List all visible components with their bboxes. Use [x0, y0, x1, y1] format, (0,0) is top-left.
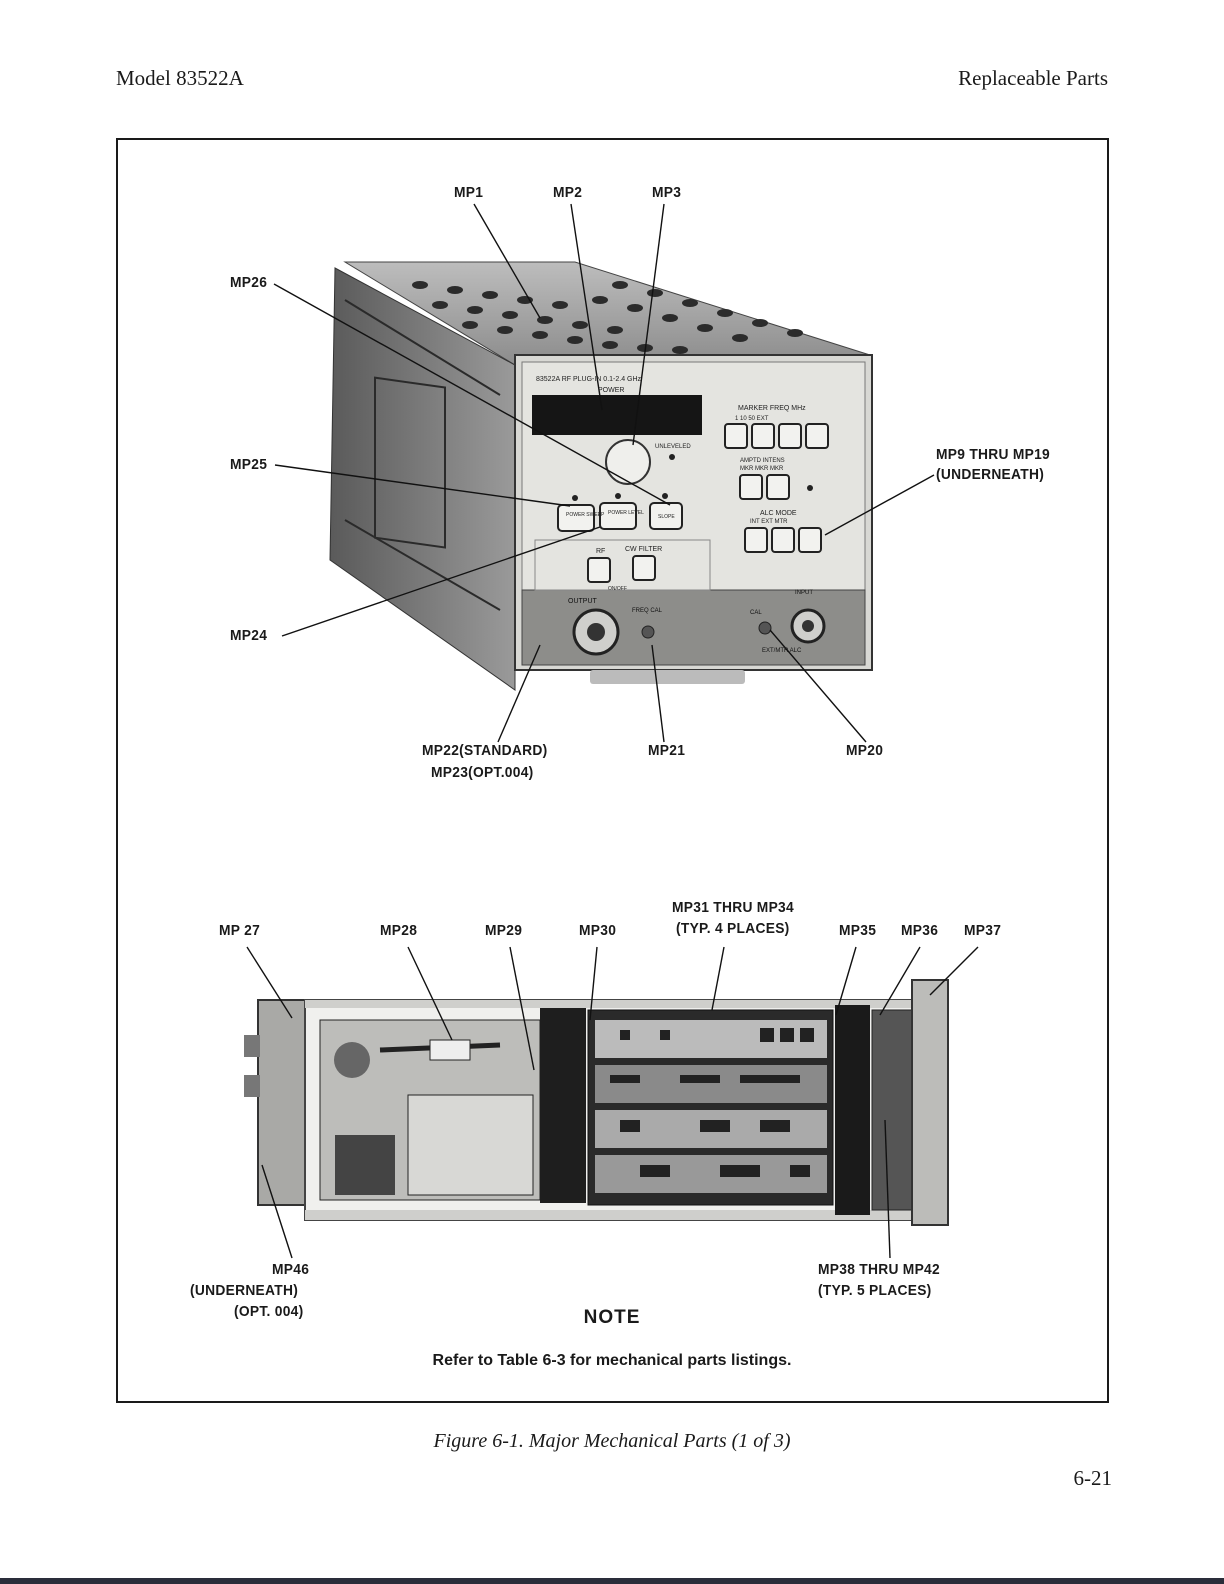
- label-mp21: MP21: [648, 742, 686, 759]
- svg-text:OUTPUT: OUTPUT: [568, 598, 598, 605]
- label-mp25: MP25: [230, 456, 268, 473]
- label-mp46-opt: (OPT. 004): [234, 1303, 304, 1320]
- header-section: Replaceable Parts: [958, 66, 1108, 90]
- label-mp27: MP 27: [219, 922, 261, 939]
- page-number: 6-21: [1073, 1466, 1113, 1490]
- board-frame: [540, 1008, 586, 1203]
- svg-text:INPUT: INPUT: [795, 590, 813, 596]
- figure-frame: [116, 138, 1109, 1403]
- label-mp31-thru-mp34: MP31 THRU MP34: [672, 899, 794, 916]
- label-mp9-thru-mp19: MP9 THRU MP19: [936, 446, 1051, 463]
- label-mp29: MP29: [485, 922, 523, 939]
- svg-text:INT EXT MTR: INT EXT MTR: [750, 519, 788, 525]
- top-leader-lines: [273, 203, 935, 743]
- side-view-photo: [244, 946, 979, 1259]
- scan-bottom-edge: [0, 1578, 1224, 1584]
- label-mp23: MP23(OPT.004): [431, 764, 534, 781]
- label-mp36: MP36: [901, 922, 939, 939]
- svg-text:MKR MKR MKR: MKR MKR MKR: [740, 466, 784, 472]
- front-view-photo: 83522A RF PLUG-IN 0.1-2.4 GHz POWER UNLE…: [273, 203, 935, 743]
- svg-text:CAL: CAL: [750, 610, 762, 616]
- alc-mode-buttons: [744, 527, 822, 553]
- circuit-boards: [587, 1009, 834, 1206]
- label-mp46-underneath: (UNDERNEATH): [190, 1282, 299, 1299]
- label-mp24: MP24: [230, 627, 268, 644]
- bottom-leader-lines: [246, 946, 979, 1259]
- svg-text:POWER LEVEL: POWER LEVEL: [608, 510, 644, 516]
- svg-text:83522A RF PLUG-IN 0.1-2.4 GHz: 83522A RF PLUG-IN 0.1-2.4 GHz: [536, 376, 642, 383]
- header-model: Model 83522A: [116, 66, 244, 90]
- label-mp20: MP20: [846, 742, 884, 759]
- label-mp38-thru-mp42: MP38 THRU MP42: [818, 1261, 940, 1278]
- power-knob: [605, 439, 651, 485]
- label-mp1: MP1: [454, 184, 484, 201]
- svg-text:ON/OFF: ON/OFF: [608, 586, 627, 592]
- power-display: [532, 395, 702, 435]
- svg-text:POWER SWEEP: POWER SWEEP: [566, 512, 605, 518]
- label-mp30: MP30: [579, 922, 617, 939]
- svg-text:MARKER FREQ MHz: MARKER FREQ MHz: [738, 405, 806, 412]
- note-title: NOTE: [583, 1307, 641, 1328]
- label-mp28: MP28: [380, 922, 418, 939]
- svg-text:SLOPE: SLOPE: [658, 514, 675, 520]
- svg-text:FREQ CAL: FREQ CAL: [632, 608, 663, 614]
- rf-cw-buttons: [587, 555, 656, 583]
- mkr-buttons: [739, 474, 790, 500]
- svg-text:EXT/MTR ALC: EXT/MTR ALC: [762, 648, 802, 654]
- label-mp22: MP22(STANDARD): [422, 742, 548, 759]
- svg-text:RF: RF: [596, 548, 605, 555]
- label-mp35: MP35: [839, 922, 877, 939]
- figure-caption: Figure 6-1. Major Mechanical Parts (1 of…: [433, 1430, 791, 1452]
- side-frame-detail: [344, 299, 501, 611]
- label-mp46: MP46: [272, 1261, 310, 1278]
- label-mp37: MP37: [964, 922, 1002, 939]
- svg-text:POWER: POWER: [598, 387, 624, 394]
- power-buttons: [557, 502, 683, 532]
- label-mp3: MP3: [652, 184, 682, 201]
- note-text: Refer to Table 6-3 for mechanical parts …: [432, 1352, 792, 1369]
- vent-holes: [412, 281, 803, 354]
- svg-text:ALC MODE: ALC MODE: [760, 510, 797, 517]
- svg-text:CW FILTER: CW FILTER: [625, 546, 662, 553]
- label-mp31-typ: (TYP. 4 PLACES): [676, 920, 790, 937]
- front-panel-edge: [911, 979, 949, 1226]
- label-mp26: MP26: [230, 274, 268, 291]
- label-mp38-typ: (TYP. 5 PLACES): [818, 1282, 932, 1299]
- marker-freq-buttons: [724, 423, 829, 449]
- label-mp2: MP2: [553, 184, 583, 201]
- svg-text:1 10 50 EXT: 1 10 50 EXT: [735, 416, 769, 422]
- svg-text:AMPTD INTENS: AMPTD INTENS: [740, 458, 785, 464]
- svg-text:UNLEVELED: UNLEVELED: [655, 444, 691, 450]
- label-mp9-underneath: (UNDERNEATH): [936, 466, 1045, 483]
